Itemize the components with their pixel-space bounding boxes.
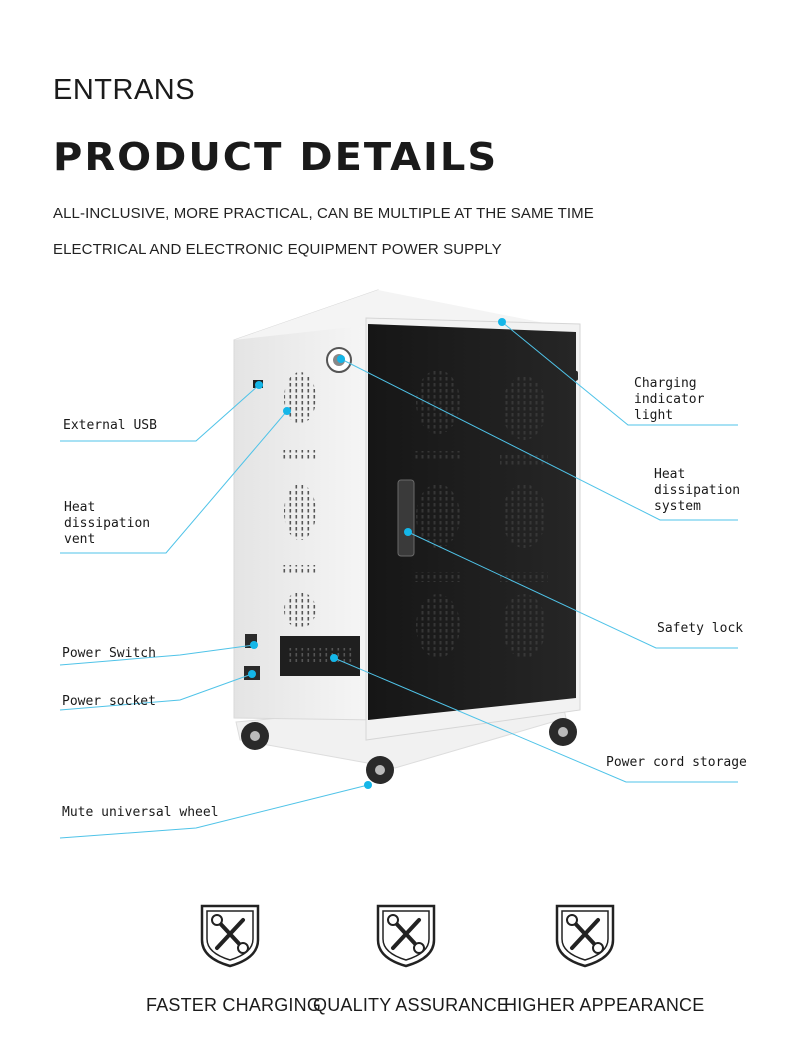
callout-dot xyxy=(248,670,256,678)
callout-dot xyxy=(498,318,506,326)
label-heat-dissipation-vent: Heat dissipation vent xyxy=(64,500,151,547)
brand-name: ENTRANS xyxy=(53,74,196,106)
shield-wrench-icon xyxy=(200,904,260,968)
feature-higher-appearance: HIGHER APPEARANCE xyxy=(504,995,705,1015)
callout-dot xyxy=(364,781,372,789)
feature-quality-assurance: QUALITY ASSURANCE xyxy=(313,995,510,1015)
feature-badges xyxy=(0,900,790,970)
shield-wrench-icon xyxy=(376,904,436,968)
door-handle xyxy=(397,479,415,557)
callout-dot xyxy=(250,641,258,649)
label-mute-universal-wheel: Mute universal wheel xyxy=(62,805,219,820)
callout-dot xyxy=(404,528,412,536)
shield-wrench-icon xyxy=(555,904,615,968)
subtitle-line-1: ALL-INCLUSIVE, MORE PRACTICAL, CAN BE MU… xyxy=(53,205,594,222)
label-charging-indicator-light: Charging indicator light xyxy=(634,376,705,423)
callout-dot xyxy=(283,407,291,415)
callout-dot xyxy=(337,355,345,363)
product-diagram: External USB Heat dissipation vent Power… xyxy=(0,280,790,850)
label-power-cord-storage: Power cord storage xyxy=(606,755,747,770)
page-title: PRODUCT DETAILS xyxy=(53,136,499,180)
feature-faster-charging: FASTER CHARGING xyxy=(146,995,322,1015)
label-power-switch: Power Switch xyxy=(62,646,156,661)
charging-cabinet-illustration xyxy=(59,289,738,839)
subtitle-line-2: ELECTRICAL AND ELECTRONIC EQUIPMENT POWE… xyxy=(53,241,502,258)
callout-dot xyxy=(330,654,338,662)
label-heat-dissipation-system: Heat dissipation system xyxy=(654,467,741,514)
label-safety-lock: Safety lock xyxy=(657,621,744,636)
label-external-usb: External USB xyxy=(63,418,157,433)
label-power-socket: Power socket xyxy=(62,694,156,709)
callout-dot xyxy=(255,381,263,389)
